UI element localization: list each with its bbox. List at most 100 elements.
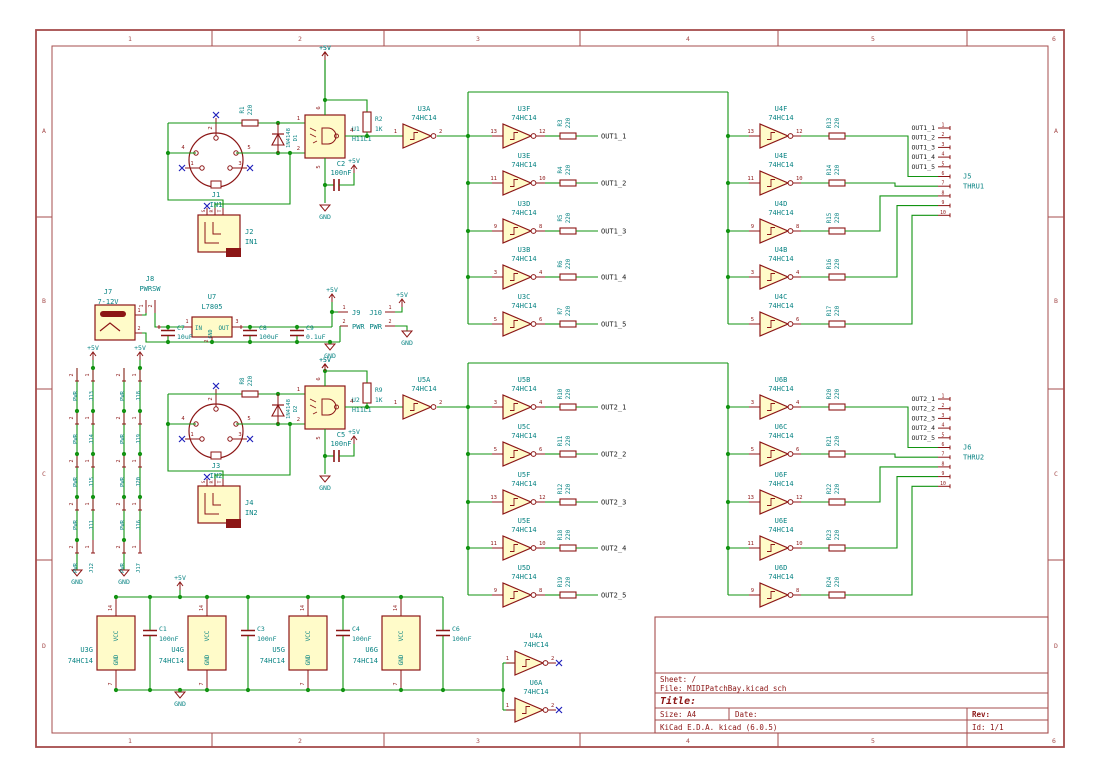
resistor[interactable] [828, 403, 846, 411]
diode[interactable] [271, 403, 285, 417]
capacitor[interactable] [241, 629, 255, 637]
net-label[interactable]: OUT1_5 [912, 163, 936, 171]
net-label[interactable]: OUT2_3 [912, 414, 936, 422]
wire[interactable] [845, 135, 938, 178]
net-label[interactable]: OUT1_3 [601, 228, 626, 236]
inverter-gate[interactable] [502, 489, 533, 515]
capacitor[interactable] [161, 329, 175, 337]
inverter-gate[interactable] [759, 394, 790, 420]
wire[interactable] [845, 476, 938, 549]
inverter-gate[interactable] [502, 394, 533, 420]
decoupling-section[interactable]: +5VGNDVCCGND147U3G74HC14VCCGND147U4G74HC… [68, 574, 503, 708]
net-label[interactable]: OUT1_1 [601, 133, 626, 141]
inverter-gate[interactable] [502, 123, 533, 149]
inverter-gate[interactable] [502, 582, 533, 608]
inverter-gate[interactable] [402, 394, 433, 420]
inverter-gate[interactable] [759, 218, 790, 244]
wire[interactable] [325, 99, 368, 112]
net-label[interactable]: OUT1_1 [912, 124, 936, 132]
inverter-gate[interactable] [514, 650, 545, 676]
net-label[interactable]: OUT2_1 [601, 404, 626, 412]
wire[interactable] [214, 153, 291, 208]
resistor[interactable] [559, 132, 577, 140]
inverter-gate[interactable] [759, 123, 790, 149]
resistor[interactable] [559, 498, 577, 506]
net-label[interactable]: OUT2_1 [912, 395, 936, 403]
inverter-gate[interactable] [502, 170, 533, 196]
optocoupler[interactable] [304, 385, 346, 430]
net-label[interactable]: OUT2_2 [912, 405, 936, 413]
net-label[interactable]: OUT2_4 [601, 545, 626, 553]
capacitor[interactable] [243, 329, 257, 337]
inverter-gate[interactable] [759, 311, 790, 337]
capacitor[interactable] [290, 329, 304, 337]
resistor[interactable] [559, 450, 577, 458]
resistor[interactable] [828, 320, 846, 328]
inverter-gate[interactable] [514, 697, 545, 723]
wire[interactable] [214, 424, 291, 479]
resistor[interactable] [828, 544, 846, 552]
capacitor[interactable] [143, 629, 157, 637]
resistor[interactable] [559, 320, 577, 328]
resistor[interactable] [559, 544, 577, 552]
capacitor[interactable] [336, 629, 350, 637]
wire[interactable] [845, 485, 938, 596]
din-connector[interactable] [188, 132, 244, 188]
net-label[interactable]: OUT2_2 [601, 451, 626, 459]
net-label[interactable]: OUT2_5 [601, 592, 626, 600]
inverter-gate[interactable] [759, 170, 790, 196]
net-label[interactable]: OUT1_4 [601, 274, 626, 282]
wire[interactable] [845, 214, 938, 325]
resistor[interactable] [241, 390, 259, 398]
resistor[interactable] [828, 227, 846, 235]
inverter-gate[interactable] [759, 535, 790, 561]
wire[interactable] [339, 444, 355, 457]
net-label[interactable]: OUT1_3 [912, 143, 936, 151]
capacitor[interactable] [436, 629, 450, 637]
wire[interactable] [142, 313, 147, 316]
resistor[interactable] [828, 591, 846, 599]
resistor[interactable] [241, 119, 259, 127]
inverter-gate[interactable] [759, 264, 790, 290]
wire[interactable] [845, 205, 938, 278]
wire[interactable] [339, 173, 355, 186]
wire[interactable] [845, 182, 938, 187]
resistor[interactable] [362, 382, 372, 404]
resistor[interactable] [828, 132, 846, 140]
inverter-gate[interactable] [502, 441, 533, 467]
wire[interactable] [142, 332, 340, 343]
diode[interactable] [271, 132, 285, 146]
wire[interactable] [845, 406, 938, 449]
net-label[interactable]: OUT1_4 [912, 153, 936, 161]
inverter-gate[interactable] [502, 218, 533, 244]
resistor[interactable] [559, 273, 577, 281]
resistor[interactable] [559, 591, 577, 599]
din-connector[interactable] [188, 403, 244, 459]
resistor[interactable] [828, 498, 846, 506]
optocoupler[interactable] [304, 114, 346, 159]
net-label[interactable]: OUT2_3 [601, 499, 626, 507]
resistor[interactable] [828, 450, 846, 458]
inverter-gate[interactable] [502, 311, 533, 337]
wire[interactable] [845, 195, 938, 232]
resistor[interactable] [828, 179, 846, 187]
resistor[interactable] [828, 273, 846, 281]
net-label[interactable]: OUT2_5 [912, 434, 936, 442]
inverter-gate[interactable] [402, 123, 433, 149]
ic-power-unit[interactable] [96, 615, 136, 671]
wire[interactable] [845, 453, 938, 458]
net-label[interactable]: OUT1_2 [912, 134, 936, 142]
wire[interactable] [325, 370, 368, 383]
resistor[interactable] [559, 403, 577, 411]
resistor[interactable] [559, 179, 577, 187]
resistor[interactable] [559, 227, 577, 235]
net-label[interactable]: OUT1_2 [601, 180, 626, 188]
ic-power-unit[interactable] [381, 615, 421, 671]
ic-power-unit[interactable] [187, 615, 227, 671]
